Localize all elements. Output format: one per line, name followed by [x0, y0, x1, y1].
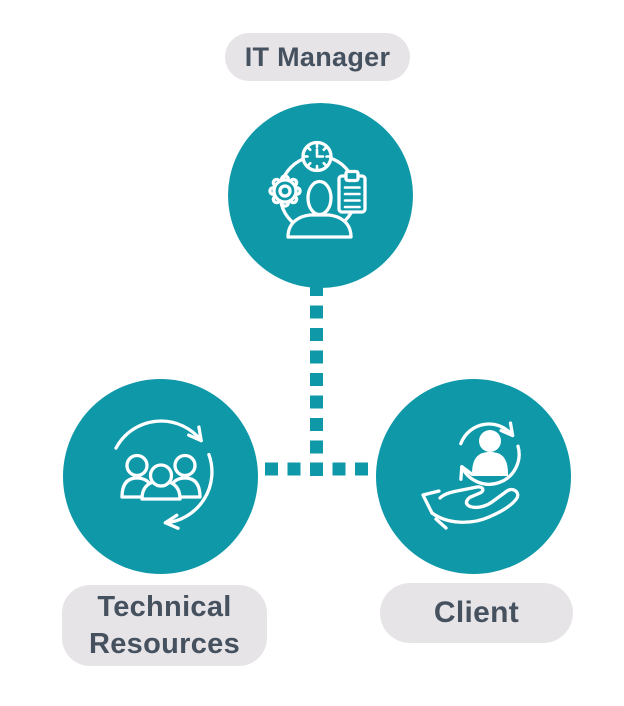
- rotation-arrows: [113, 418, 214, 530]
- open-hand: [420, 484, 519, 530]
- client-hand-icon: [420, 420, 521, 530]
- clipboard-icon: [336, 169, 367, 214]
- node-technical-resources: [63, 379, 258, 574]
- team-group: [119, 453, 202, 501]
- label-client: Client: [380, 583, 573, 643]
- label-technical-line1: Technical: [97, 590, 232, 623]
- label-client-text: Client: [433, 596, 520, 629]
- clock-icon: [300, 140, 333, 172]
- client-person: [471, 429, 508, 476]
- manager-tasks-icon: [267, 140, 367, 239]
- gear-icon: [267, 173, 302, 208]
- node-it-manager: [228, 103, 413, 288]
- rotation-arrows: [458, 420, 521, 486]
- person-icon: [285, 179, 353, 239]
- label-technical-line2: Resources: [89, 627, 240, 660]
- node-client: [376, 379, 571, 574]
- label-technical-resources: Technical Resources: [62, 585, 267, 666]
- label-it-manager: IT Manager: [225, 33, 410, 81]
- team-rotation-icon: [113, 418, 214, 530]
- label-it-manager-text: IT Manager: [244, 41, 391, 72]
